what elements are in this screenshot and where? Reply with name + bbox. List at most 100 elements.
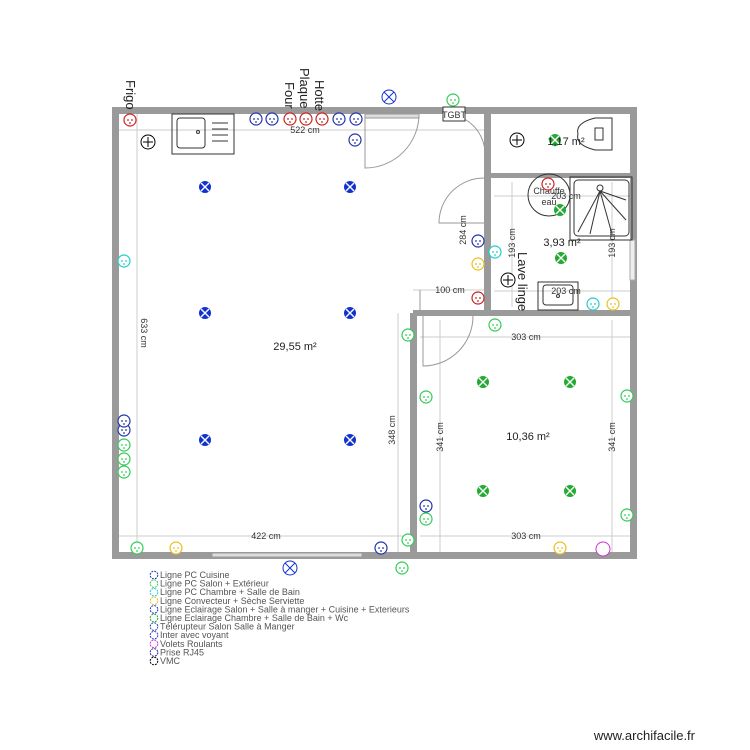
legend-symbol-icon [149,596,159,606]
outlet-icon [169,541,183,555]
legend-symbol-icon [149,579,159,588]
walls [112,107,637,559]
outlet-icon [401,533,415,547]
light-icon [549,134,561,146]
legend-label: Inter avec voyant [160,630,229,640]
light-icon [555,252,567,264]
toilet [577,117,613,151]
outlet-icon [130,541,144,555]
kitchen-sink [171,113,235,155]
tgbt-label: TGBT [442,110,467,120]
vmc-icon [500,272,516,288]
watermark: www.archifacile.fr [593,728,696,743]
outlet-icon [620,389,634,403]
light-icon [199,307,211,319]
light-icon [564,485,576,497]
light-icon [344,181,356,193]
vmc-icon [140,134,156,150]
dimension-labels: 522 cm 633 cm 422 cm 348 cm 284 cm 100 c… [139,125,617,541]
water-heater [527,173,571,217]
light-point-icon [282,560,298,576]
outlet-icon [117,465,131,479]
legend-item: Inter avec voyant [149,630,229,640]
outlet-icon [117,438,131,452]
outlet-icon [123,113,137,127]
label-four: Four [282,82,297,109]
outlet-icon [117,452,131,466]
legend-symbol-icon [149,648,159,657]
room-area-bathroom: 3,93 m² [543,237,581,249]
light-icon [199,181,211,193]
light-icon [344,307,356,319]
legend-item: VMC [149,656,181,666]
window [211,552,363,558]
legend-item: Ligne PC Salon + Extérieur [149,579,269,589]
legend-item: Ligne PC Cuisine [149,570,230,580]
legend-item: Prise RJ45 [149,647,204,657]
legend-label: Ligne Eclairage Salon + Salle à manger +… [160,604,410,614]
legend-symbol-icon [149,622,159,631]
water-heater-label-2: eau [541,197,556,207]
dim-hall-vertical: 284 cm [458,215,468,245]
outlet-icon [419,390,433,404]
dim-bedroom-right: 341 cm [607,422,617,452]
outlet-icon [117,414,131,428]
outlet-icon [395,561,409,575]
dim-hall-horizontal: 100 cm [435,285,465,295]
legend-item: Ligne Convecteur + Sèche Serviette [149,596,304,606]
legend-item: Volets Roulants [149,639,223,649]
door-hall [438,177,485,224]
door-entry [364,113,420,169]
light-icon [344,434,356,446]
vmc-icon [509,132,525,148]
legend-item: Télérupteur Salon Salle à Manger [149,622,295,632]
legend-label: Télérupteur Salon Salle à Manger [160,622,295,632]
outlet-icon [606,297,620,311]
outlet-icon [401,328,415,342]
legend-label: Ligne Eclairage Chambre + Salle de Bain … [160,613,349,623]
dim-bedroom-left: 341 cm [435,422,445,452]
dim-bottom-left: 422 cm [251,531,281,541]
light-point-icon [381,89,397,105]
legend-label: Ligne PC Cuisine [160,570,230,580]
legend-symbol-icon [149,656,159,666]
room-area-wc: 1,17 m² [547,136,585,148]
electrical-panel [442,106,466,122]
legend-symbol-icon [149,613,159,623]
dimension-lines [119,114,637,552]
door-bedroom [422,315,474,367]
outlet-icon [315,112,329,126]
dim-inner-vertical: 348 cm [387,415,397,445]
dim-bedroom-bottom: 303 cm [511,531,541,541]
outlet-icon [299,112,313,126]
outlet-icon [117,254,131,268]
legend-symbol-icon [149,570,159,580]
outlet-icon [586,297,600,311]
outlet-icon [419,499,433,513]
light-icon [564,376,576,388]
outlet-icon [446,93,460,107]
bathroom-sink [537,281,579,311]
outlet-icon [348,133,362,147]
appliance-labels: Frigo Four Plaque Hotte Lave linge [123,68,530,311]
outlet-icon [349,112,363,126]
legend-label: Ligne PC Salon + Extérieur [160,579,269,589]
outlet-icon [283,112,297,126]
outlet-icon [488,318,502,332]
roller-shutter-icon [595,541,611,557]
legend-label: Ligne PC Chambre + Salle de Bain [160,587,300,597]
light-icon [199,434,211,446]
outlet-icon [471,257,485,271]
label-frigo: Frigo [123,80,138,110]
legend-label: Volets Roulants [160,639,223,649]
outlet-icon [553,541,567,555]
outlet-icon [471,234,485,248]
electrical-symbols [117,89,634,576]
outlet-icon [471,291,485,305]
legend-item: Ligne PC Chambre + Salle de Bain [149,587,300,597]
shower [569,176,633,241]
room-area-bedroom: 10,36 m² [506,431,550,443]
light-icon [554,204,566,216]
